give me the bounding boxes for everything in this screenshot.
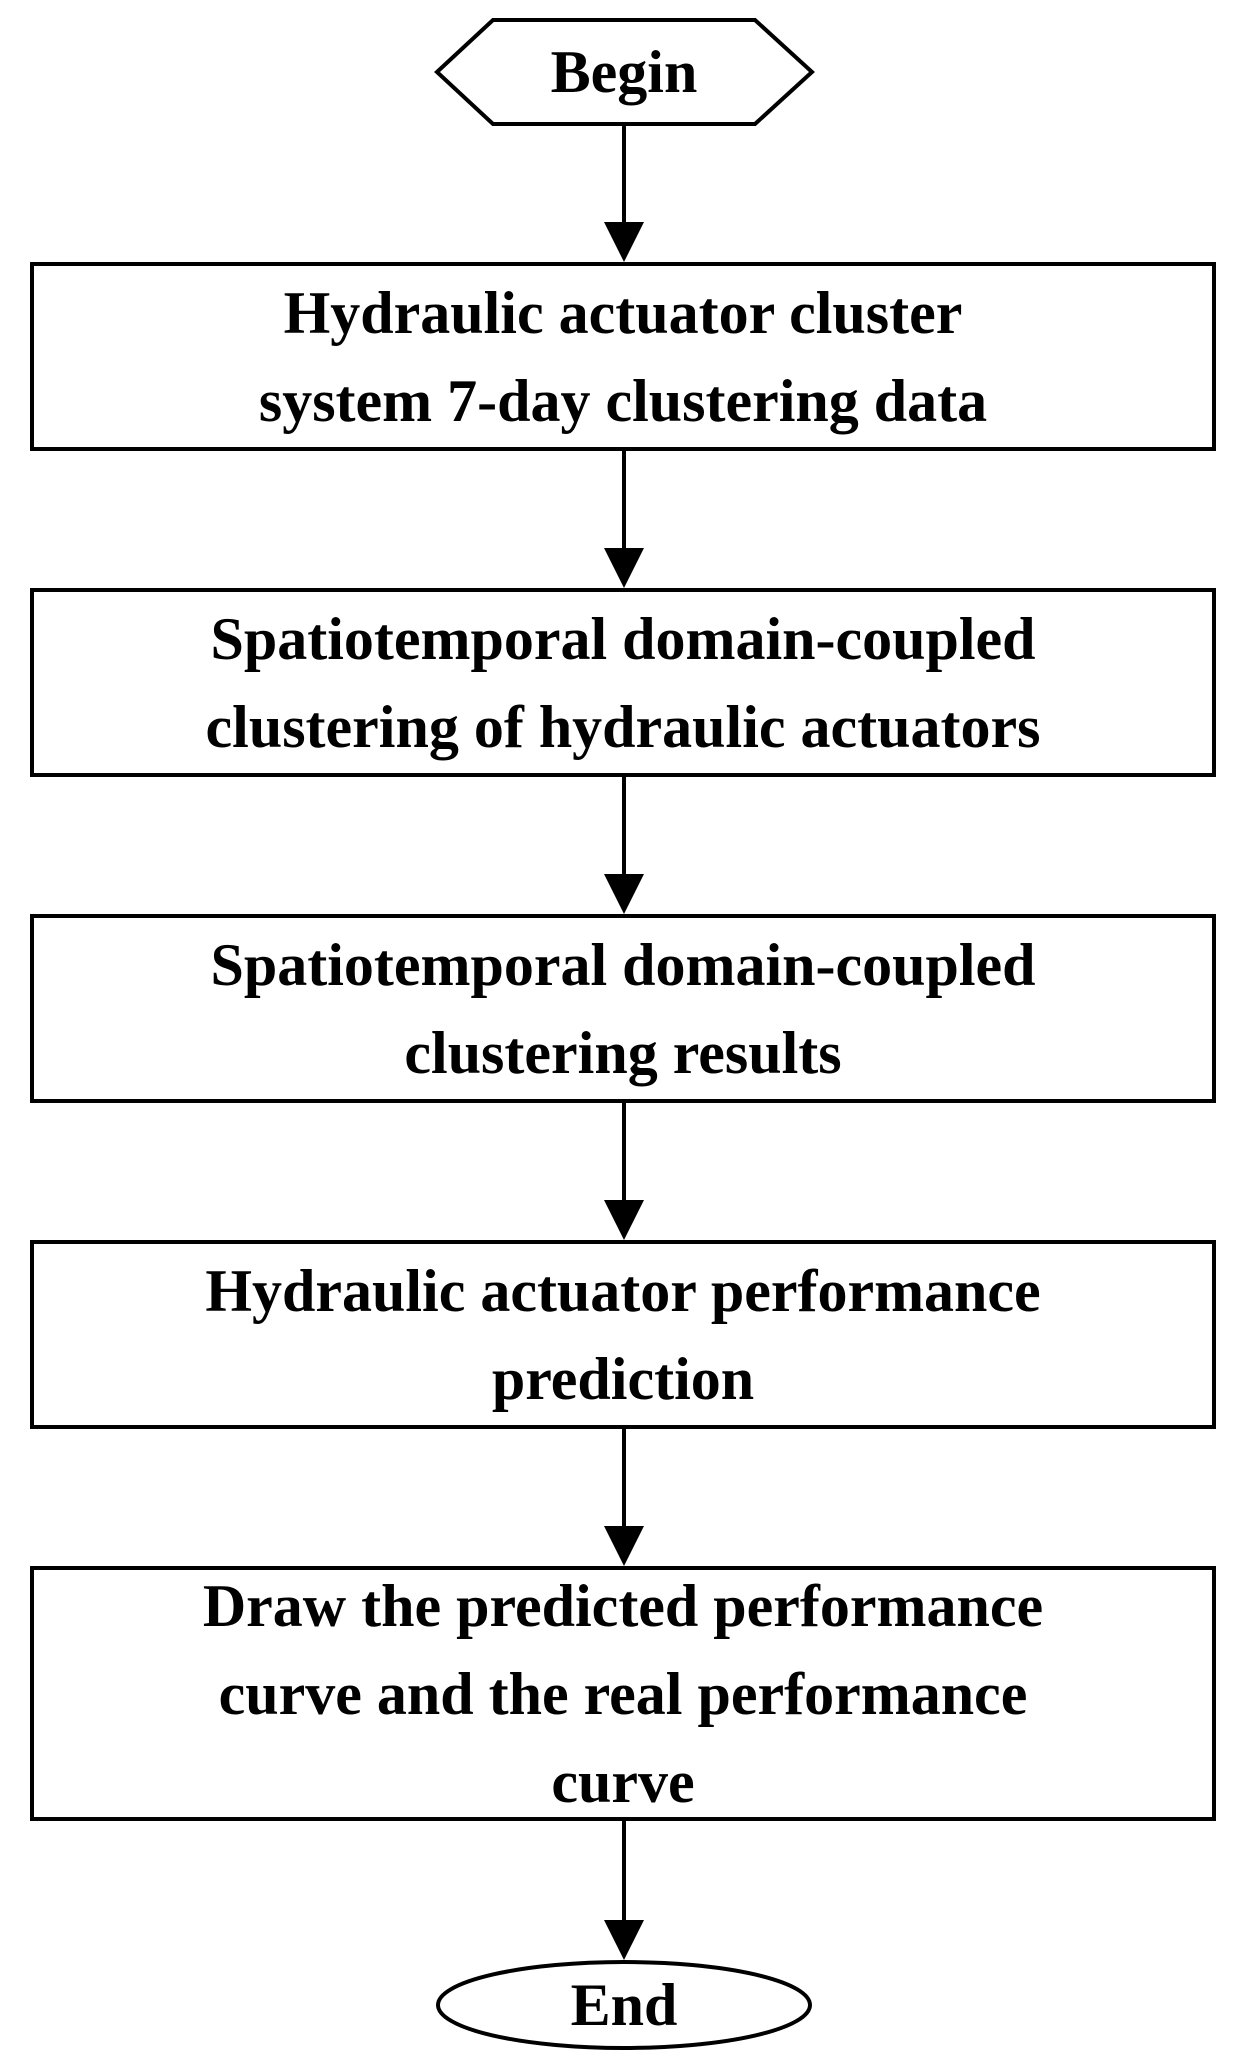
step-performance-prediction: Hydraulic actuator performance predictio… [30, 1240, 1216, 1429]
end-terminal-shape [436, 1960, 812, 2050]
step-spatiotemporal-clustering-label: Spatiotemporal domain-coupled clustering… [205, 605, 1041, 760]
end-label: End [570, 1972, 678, 2038]
step-clustering-results-label: Spatiotemporal domain-coupled clustering… [210, 931, 1036, 1086]
step-clustering-results: Spatiotemporal domain-coupled clustering… [30, 914, 1216, 1103]
step-performance-prediction-label: Hydraulic actuator performance predictio… [205, 1257, 1041, 1412]
step-spatiotemporal-clustering: Spatiotemporal domain-coupled clustering… [30, 588, 1216, 777]
step-draw-curves-label: Draw the predicted performance curve and… [202, 1572, 1044, 1815]
step-collect-clustering-data: Hydraulic actuator cluster system 7-day … [30, 262, 1216, 451]
begin-terminal-shape [434, 18, 815, 126]
step-draw-curves: Draw the predicted performance curve and… [30, 1566, 1216, 1821]
step-collect-clustering-data-label: Hydraulic actuator cluster system 7-day … [258, 279, 988, 434]
begin-label: Begin [550, 39, 698, 105]
